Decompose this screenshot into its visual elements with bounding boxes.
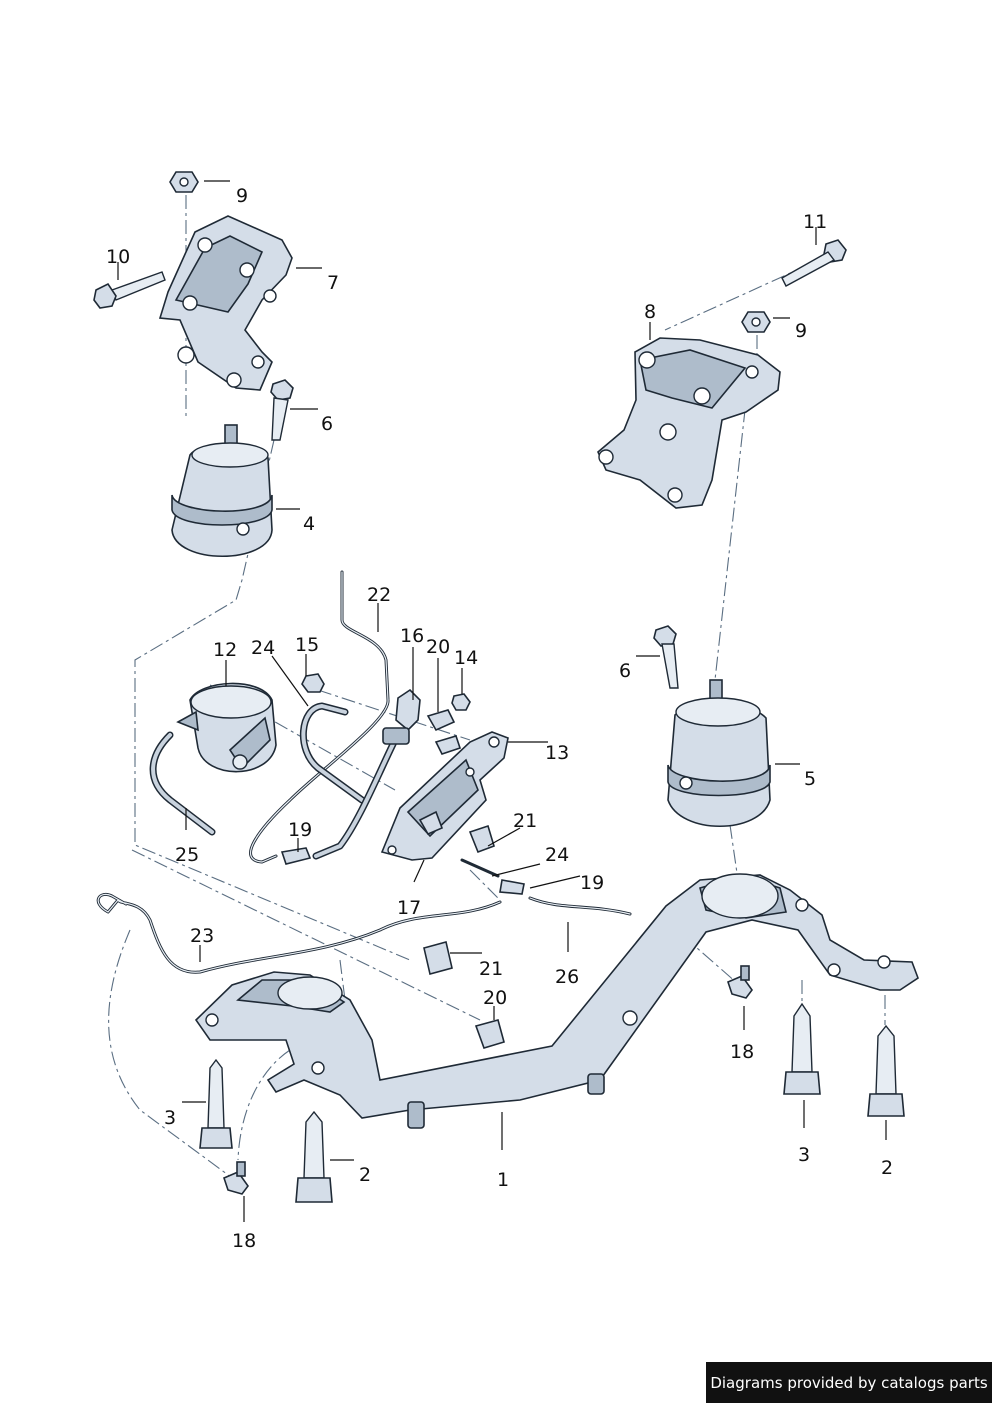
callout-7: 7: [327, 272, 339, 294]
connector-18-right: [727, 965, 753, 999]
callout-3-right: 3: [798, 1144, 810, 1166]
callout-6-right: 6: [619, 660, 631, 682]
nut-upper-right: [741, 311, 771, 333]
bolt-11: [781, 239, 847, 287]
bolt-6-left: [270, 379, 294, 441]
screw-17: [418, 810, 444, 836]
callout-18-right: 18: [730, 1041, 754, 1063]
subframe-1: [194, 873, 919, 1129]
callout-14: 14: [454, 647, 478, 669]
callout-25: 25: [175, 844, 199, 866]
engine-bracket-right: [597, 337, 781, 509]
callout-5: 5: [804, 768, 816, 790]
callout-19-left: 19: [288, 819, 312, 841]
clip-21-lower: [423, 941, 453, 975]
bolt-10: [93, 271, 166, 309]
callout-20-lower: 20: [483, 987, 507, 1009]
callout-21-lower: 21: [479, 958, 503, 980]
bolt-2-right: [867, 1024, 905, 1117]
callout-12: 12: [213, 639, 237, 661]
bolt-3-left: [199, 1058, 233, 1149]
connector-18-left: [223, 1161, 249, 1195]
hose-25: [149, 731, 216, 836]
engine-bracket-left: [158, 215, 293, 391]
bolt-3-right: [783, 1002, 821, 1095]
callout-1: 1: [497, 1169, 509, 1191]
callout-6-left: 6: [321, 413, 333, 435]
callout-15: 15: [295, 634, 319, 656]
callout-13: 13: [545, 742, 569, 764]
hose-lower-middle: [312, 734, 400, 860]
clip-20-upper: [426, 709, 462, 755]
lines-19-24-right: [460, 858, 525, 895]
connector-19-left: [280, 847, 312, 865]
callout-2-left: 2: [359, 1164, 371, 1186]
callout-23: 23: [190, 925, 214, 947]
callout-9-left: 9: [236, 185, 248, 207]
hose-24-upper: [300, 702, 366, 804]
callout-8: 8: [644, 301, 656, 323]
callout-24-lower: 24: [545, 844, 569, 866]
callout-10: 10: [106, 246, 130, 268]
callout-18-left: 18: [232, 1230, 256, 1252]
credit-banner: Diagrams provided by catalogs parts: [706, 1362, 992, 1403]
vacuum-reservoir-12: [176, 682, 277, 773]
callout-21-upper: 21: [513, 810, 537, 832]
callout-24-upper: 24: [251, 637, 275, 659]
callout-17: 17: [397, 897, 421, 919]
callout-20-upper: 20: [426, 636, 450, 658]
clip-20-lower: [474, 1019, 505, 1049]
callout-16: 16: [400, 625, 424, 647]
engine-mount-4: [171, 424, 273, 557]
callout-26: 26: [555, 966, 579, 988]
solenoid-valve-16: [382, 688, 421, 745]
callout-9-right: 9: [795, 320, 807, 342]
engine-mount-5: [667, 679, 771, 827]
callout-3-left: 3: [164, 1107, 176, 1129]
nut-upper-left: [169, 171, 199, 193]
screw-15: [301, 673, 325, 693]
line-22: [249, 570, 390, 864]
leader-lines: [117, 180, 887, 1222]
callout-11: 11: [803, 211, 827, 233]
callout-4: 4: [303, 513, 315, 535]
bolt-6-right: [653, 625, 679, 689]
line-26: [528, 896, 632, 916]
callout-labels: 9 7 10 6 4 11 8 9 6 5 12 24 22 15 16 20 …: [106, 185, 893, 1252]
bolt-2-left: [295, 1110, 333, 1203]
line-23: [96, 893, 502, 974]
screw-14: [451, 693, 471, 711]
callout-22: 22: [367, 584, 391, 606]
clip-21-upper: [468, 824, 495, 854]
callout-19-right: 19: [580, 872, 604, 894]
callout-2-right: 2: [881, 1157, 893, 1179]
